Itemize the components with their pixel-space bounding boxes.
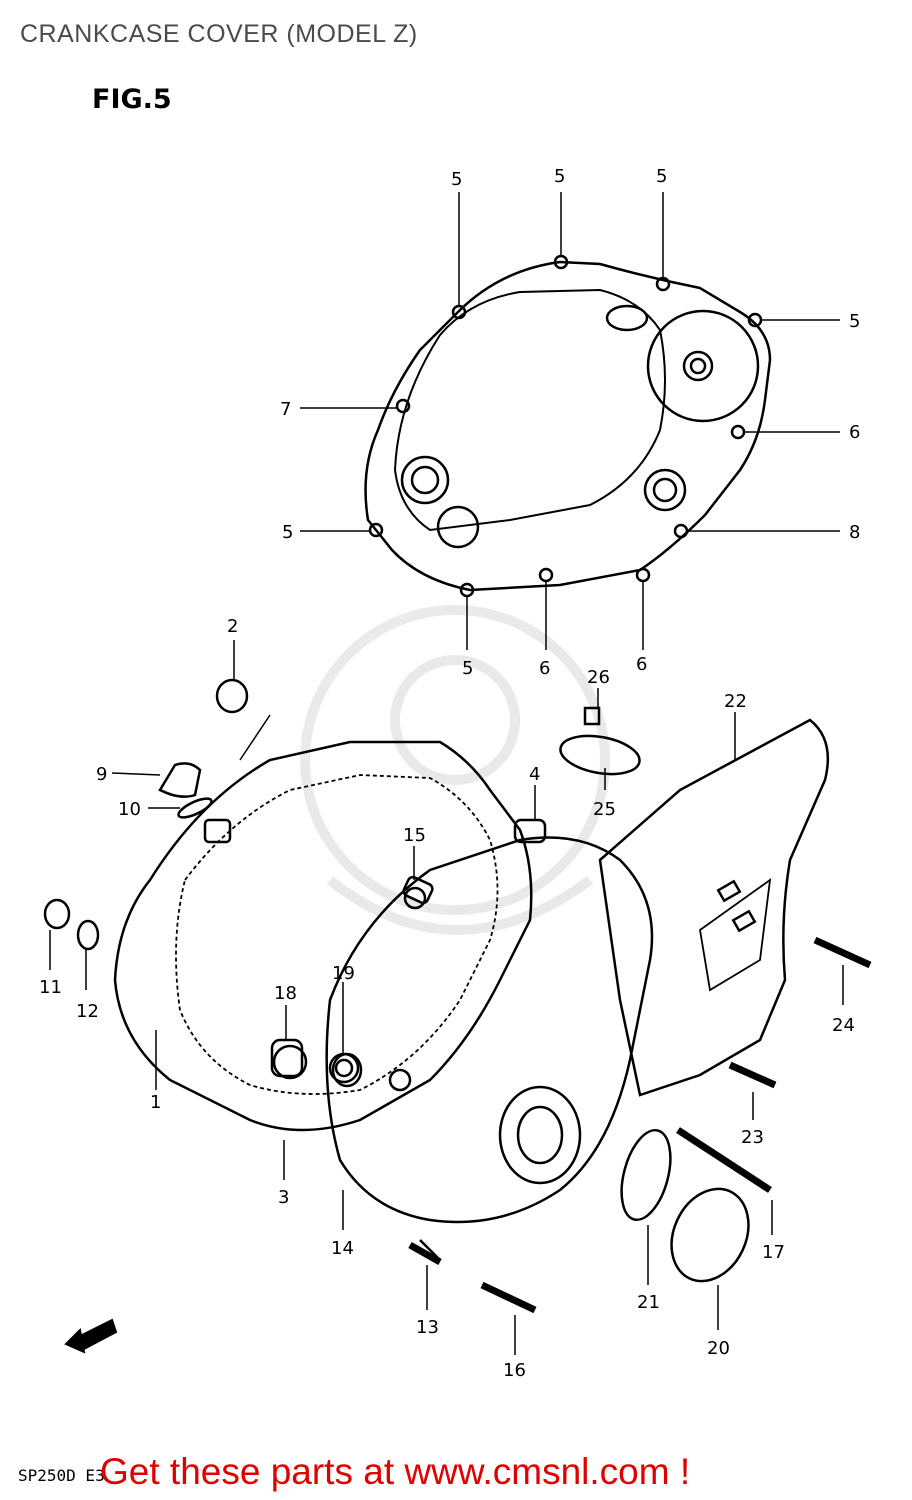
callout-21: 21 [637,1292,660,1313]
callout-13: 13 [416,1317,439,1338]
callout-6c: 6 [636,654,647,675]
crankcase-left-cover [113,714,533,1132]
callout-5f: 5 [462,658,473,679]
callout-1: 1 [150,1092,161,1113]
callout-23: 23 [741,1127,764,1148]
forward-direction-arrow [64,1318,118,1354]
callout-18: 18 [274,983,297,1004]
callout-16: 16 [503,1360,526,1381]
callout-5c: 5 [656,166,667,187]
callout-5d: 5 [849,311,860,332]
callout-5b: 5 [554,166,565,187]
diagram-code: SP250D E3 [18,1466,105,1485]
callout-6b: 6 [539,658,550,679]
watermark-logo [300,605,610,935]
callout-5a: 5 [451,169,462,190]
callout-26: 26 [587,667,610,688]
callout-17: 17 [762,1242,785,1263]
promo-link[interactable]: Get these parts at www.cmsnl.com ! [100,1451,691,1492]
callout-14: 14 [331,1238,354,1259]
callout-7: 7 [280,399,291,420]
callout-10: 10 [118,799,141,820]
callout-8: 8 [849,522,860,543]
callout-24: 24 [832,1015,855,1036]
callout-25: 25 [593,799,616,820]
small-parts [43,678,872,1314]
generator-cover [272,836,654,1261]
callout-15: 15 [403,825,426,846]
callout-9: 9 [96,764,107,785]
callout-2: 2 [227,616,238,637]
callout-12: 12 [76,1001,99,1022]
page-title: CRANKCASE COVER (MODEL Z) [20,20,418,48]
callout-22: 22 [724,691,747,712]
callout-5e: 5 [282,522,293,543]
callout-20: 20 [707,1338,730,1359]
clutch-cover [364,254,772,598]
callout-3: 3 [278,1187,289,1208]
sprocket-cover [598,718,830,1097]
leader-lines-upper [300,192,840,650]
callout-19: 19 [332,963,355,984]
callout-6a: 6 [849,422,860,443]
callout-numbers: 5 5 5 5 7 6 5 8 5 6 6 2 26 22 9 4 10 15 … [39,166,860,1381]
figure-label: FIG.5 [92,84,172,115]
callout-11: 11 [39,977,62,998]
callout-4: 4 [529,764,540,785]
leader-lines-lower [49,640,844,1355]
